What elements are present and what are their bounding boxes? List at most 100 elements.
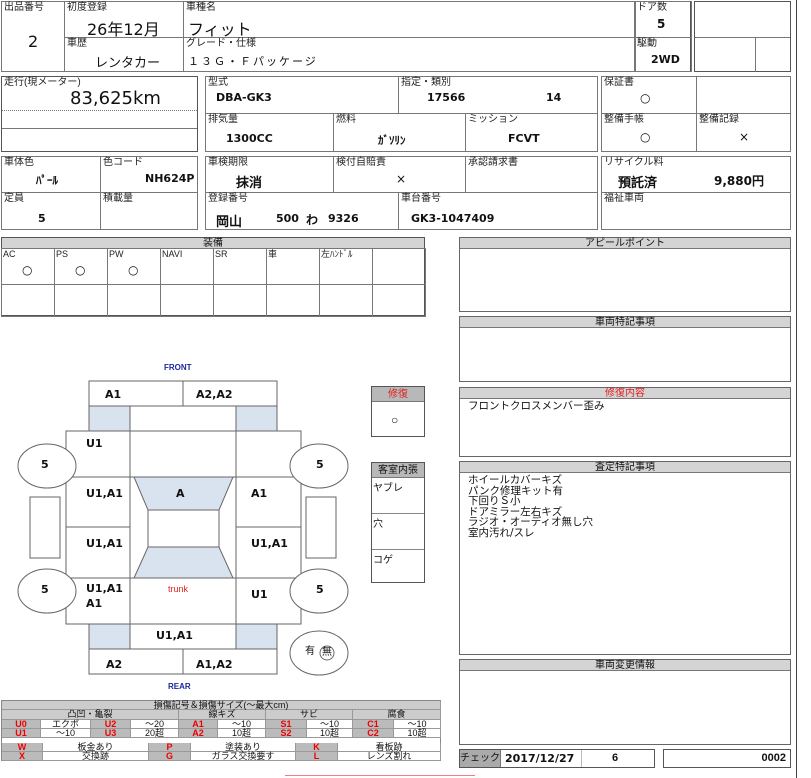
- records-cell: 整備記録 ×: [696, 113, 791, 152]
- fuel-label: 燃料: [336, 114, 356, 125]
- capacity: 5: [38, 212, 46, 225]
- grade: １３Ｇ・Ｆパッケージ: [188, 55, 318, 68]
- legend-meaning: ガラス交換要す: [191, 752, 296, 761]
- equipment-label: 左ﾊﾝﾄﾞﾙ: [321, 249, 353, 259]
- repair-line: フロントクロスメンバー歪み: [468, 400, 605, 412]
- model-name: フィット: [188, 20, 252, 39]
- legend-size: 10超: [218, 729, 266, 738]
- drive-label: 駆動: [637, 38, 657, 49]
- roof: [147, 509, 220, 548]
- fuel: ｶﾞｿﾘﾝ: [378, 134, 406, 147]
- insurance: ×: [396, 172, 407, 186]
- interior-tear: ヤブレ: [373, 483, 403, 494]
- recycle-fee: 9,880円: [714, 174, 764, 188]
- right-rear-door: U1,A1: [251, 537, 288, 550]
- rear-label: REAR: [168, 682, 191, 691]
- legend-code: L: [296, 752, 338, 761]
- tire-fr: 5: [316, 458, 324, 471]
- chassis: GK3-1047409: [411, 212, 495, 225]
- vehicle-notes-panel: 車両特記事項: [459, 316, 791, 382]
- front-right-corner: [236, 406, 277, 431]
- inspection-notes-panel: 査定特記事項 ホイールカバーキズ パンク修理キット有 下回りＳ小 ドアミラー左右…: [459, 461, 791, 655]
- registration-box: 車検期限 抹消 検付自賠責 × 承認請求書 登録番号 岡山 500 わ 9326…: [205, 156, 598, 230]
- windshield: [134, 477, 233, 510]
- equipment-label: NAVI: [162, 249, 183, 259]
- sheet-no: 0002: [761, 752, 786, 764]
- front-label: FRONT: [164, 363, 192, 372]
- legend-code: C1: [353, 720, 394, 729]
- legend-size: ～20: [131, 720, 179, 729]
- spare-no: 無: [322, 647, 332, 658]
- rear-bumper-left: A2: [106, 658, 123, 671]
- doors-cell: ドア数 5: [634, 1, 692, 38]
- recycle-status: 預託済: [618, 176, 658, 191]
- blank-cell: [696, 76, 791, 114]
- history-label: 車歴: [67, 38, 87, 49]
- warranty-cell: 保証書 ○: [601, 76, 697, 114]
- legend-code: U1: [2, 729, 41, 738]
- reg-no-cell: 登録番号 岡山 500 わ 9326: [205, 192, 399, 230]
- drive-cell: 駆動 2WD: [634, 37, 692, 72]
- first-reg-label: 初度登録: [67, 2, 107, 13]
- spare-yes: 有: [305, 646, 315, 657]
- chassis-label: 車台番号: [401, 193, 441, 204]
- tire-rl: 5: [41, 583, 49, 596]
- grade-label: グレード・仕様: [186, 38, 256, 49]
- category: 14: [546, 91, 562, 104]
- history: レンタカー: [95, 56, 161, 71]
- rear-left-corner: [89, 624, 130, 649]
- designation: 17566: [427, 91, 466, 104]
- sheet-no-box: 0002: [663, 749, 791, 768]
- approval-cell: 承認請求書: [465, 156, 598, 193]
- color-code-label: 色コード: [103, 157, 143, 168]
- equipment-label: PW: [109, 249, 124, 259]
- manual-cell: 整備手帳 ○: [601, 113, 697, 152]
- mission-cell: ミッション FCVT: [465, 113, 598, 152]
- rear-bumper-right: A1,A2: [196, 658, 233, 671]
- mileage: 83,625km: [70, 88, 161, 109]
- equipment-value: ○: [75, 263, 86, 277]
- designation-label: 指定・類別: [401, 77, 451, 88]
- type-label: 型式: [208, 77, 228, 88]
- interior-box: 客室内張 ヤブレ 穴 コゲ: [371, 462, 425, 583]
- legend-meaning: レンズ割れ: [338, 752, 441, 761]
- legend-code: C2: [353, 729, 394, 738]
- legend-code: A1: [179, 720, 218, 729]
- front-bumper-left: A1: [105, 388, 122, 401]
- color: ﾊﾟｰﾙ: [36, 174, 58, 187]
- color-label: 車体色: [4, 157, 34, 168]
- right-quarter: U1: [251, 588, 268, 601]
- interior-burn: コゲ: [373, 555, 393, 566]
- inspection-note: 下回りＳ小: [468, 495, 521, 507]
- repair-details-title: 修復内容: [460, 388, 790, 399]
- reg-class: 500: [276, 212, 299, 225]
- lot-no: 2: [28, 32, 39, 51]
- capacity-label: 定員: [4, 193, 24, 204]
- inspection: 抹消: [236, 176, 263, 191]
- change-info-title: 車両変更情報: [460, 660, 790, 671]
- rear-window: [134, 547, 233, 578]
- inspection-note: 室内汚れ/スレ: [468, 526, 535, 539]
- legend-code: A2: [179, 729, 218, 738]
- load-label: 積載量: [103, 193, 133, 204]
- legend-code: K: [296, 743, 338, 752]
- left-fender: U1: [86, 437, 103, 450]
- reg-no-label: 登録番号: [208, 193, 248, 204]
- appeal-panel: アピールポイント: [459, 237, 791, 312]
- left-front-door: U1,A1: [86, 487, 123, 500]
- legend-code: U2: [91, 720, 131, 729]
- spec-box: 型式 DBA-GK3 指定・類別 17566 14 排気量 1300CC 燃料 …: [205, 76, 598, 152]
- legend-meaning: 交換跡: [43, 752, 149, 761]
- equipment-value: ○: [22, 263, 33, 277]
- equipment-label: PS: [56, 249, 69, 259]
- check-row: チェック 2017/12/27 6: [459, 749, 655, 768]
- inspection-notes-list: ホイールカバーキズ パンク修理キット有 下回りＳ小 ドアミラー左右キズ ラジオ・…: [468, 475, 593, 538]
- rear-right-corner: [236, 624, 277, 649]
- insurance-label: 検付自賠責: [336, 157, 386, 168]
- equipment-label: SR: [215, 249, 228, 259]
- recycle-cell: リサイクル料 預託済 9,880円: [601, 156, 791, 193]
- roof-damage: A: [176, 487, 185, 500]
- recycle-box: リサイクル料 預託済 9,880円 福祉車両: [601, 156, 791, 230]
- legend-group: 腐食: [353, 710, 441, 720]
- repair-box: 修復 ○: [371, 386, 425, 437]
